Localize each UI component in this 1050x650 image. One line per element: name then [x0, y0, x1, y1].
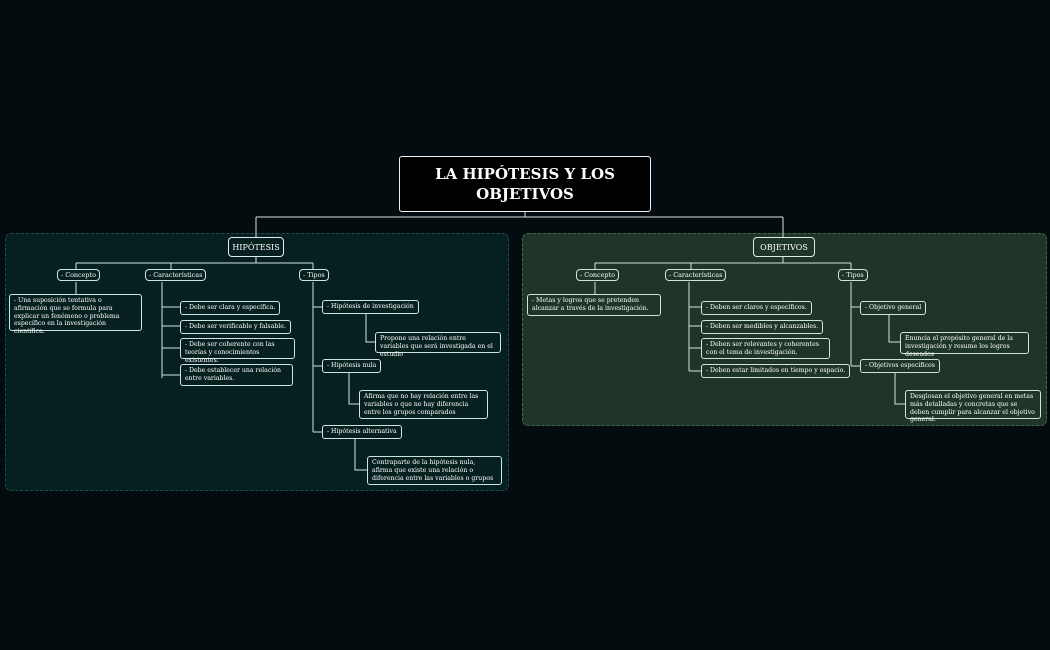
hipotesis-caracteristica-1[interactable]: - Debe ser clara y específica.	[180, 301, 281, 315]
objetivo-general-node[interactable]: - Objetivo general	[860, 301, 927, 315]
hipotesis-investigacion-node[interactable]: - Hipótesis de investigación	[322, 300, 419, 314]
objetivos-caracteristica-3[interactable]: - Deben ser relevantes y coherentes con …	[701, 338, 830, 359]
hipotesis-caracteristica-3[interactable]: - Debe ser coherente con las teorías y c…	[180, 338, 295, 364]
hipotesis-caracteristica-2[interactable]: - Debe ser verificable y falsable.	[180, 320, 291, 334]
objetivos-concepto-node[interactable]: - Concepto	[576, 269, 619, 281]
objetivos-caracteristica-1[interactable]: - Deben ser claros y específicos.	[701, 301, 812, 315]
hipotesis-nula-node[interactable]: - Hipótesis nula	[322, 359, 382, 373]
hipotesis-concepto-node[interactable]: - Concepto	[57, 269, 100, 281]
hipotesis-alternativa-desc[interactable]: Contraparte de la hipótesis nula, afirma…	[367, 456, 502, 485]
objetivos-especificos-desc[interactable]: Desglosan el objetivo general en metas m…	[905, 390, 1041, 423]
hipotesis-investigacion-desc[interactable]: Propone una relación entre variables que…	[375, 332, 501, 358]
objetivos-tipos-node[interactable]: - Tipos	[838, 269, 868, 281]
root-title[interactable]: LA HIPÓTESIS Y LOS OBJETIVOS	[399, 156, 651, 212]
objetivo-general-desc[interactable]: Enuncia el propósito general de la inves…	[900, 332, 1029, 358]
objetivos-caracteristica-4[interactable]: - Deben estar limitados en tiempo y espa…	[701, 364, 851, 378]
hipotesis-tipos-node[interactable]: - Tipos	[299, 269, 329, 281]
objetivos-caracteristicas-node[interactable]: - Características	[665, 269, 727, 281]
hipotesis-concepto-text[interactable]: - Una suposición tentativa o afirmación …	[9, 294, 142, 335]
objetivos-concepto-text[interactable]: - Metas y logros que se pretenden alcanz…	[527, 294, 661, 316]
hipotesis-nula-desc[interactable]: Afirma que no hay relación entre las var…	[359, 390, 488, 419]
hipotesis-caracteristicas-node[interactable]: - Características	[145, 269, 207, 281]
objetivos-node[interactable]: OBJETIVOS	[753, 237, 815, 257]
hipotesis-alternativa-node[interactable]: - Hipótesis alternativa	[322, 425, 402, 439]
objetivos-especificos-node[interactable]: - Objetivos específicos	[860, 359, 940, 373]
hipotesis-caracteristica-4[interactable]: - Debe establecer una relación entre var…	[180, 364, 293, 386]
objetivos-caracteristica-2[interactable]: - Deben ser medibles y alcanzables.	[701, 320, 824, 334]
hipotesis-node[interactable]: HIPÓTESIS	[228, 237, 284, 257]
